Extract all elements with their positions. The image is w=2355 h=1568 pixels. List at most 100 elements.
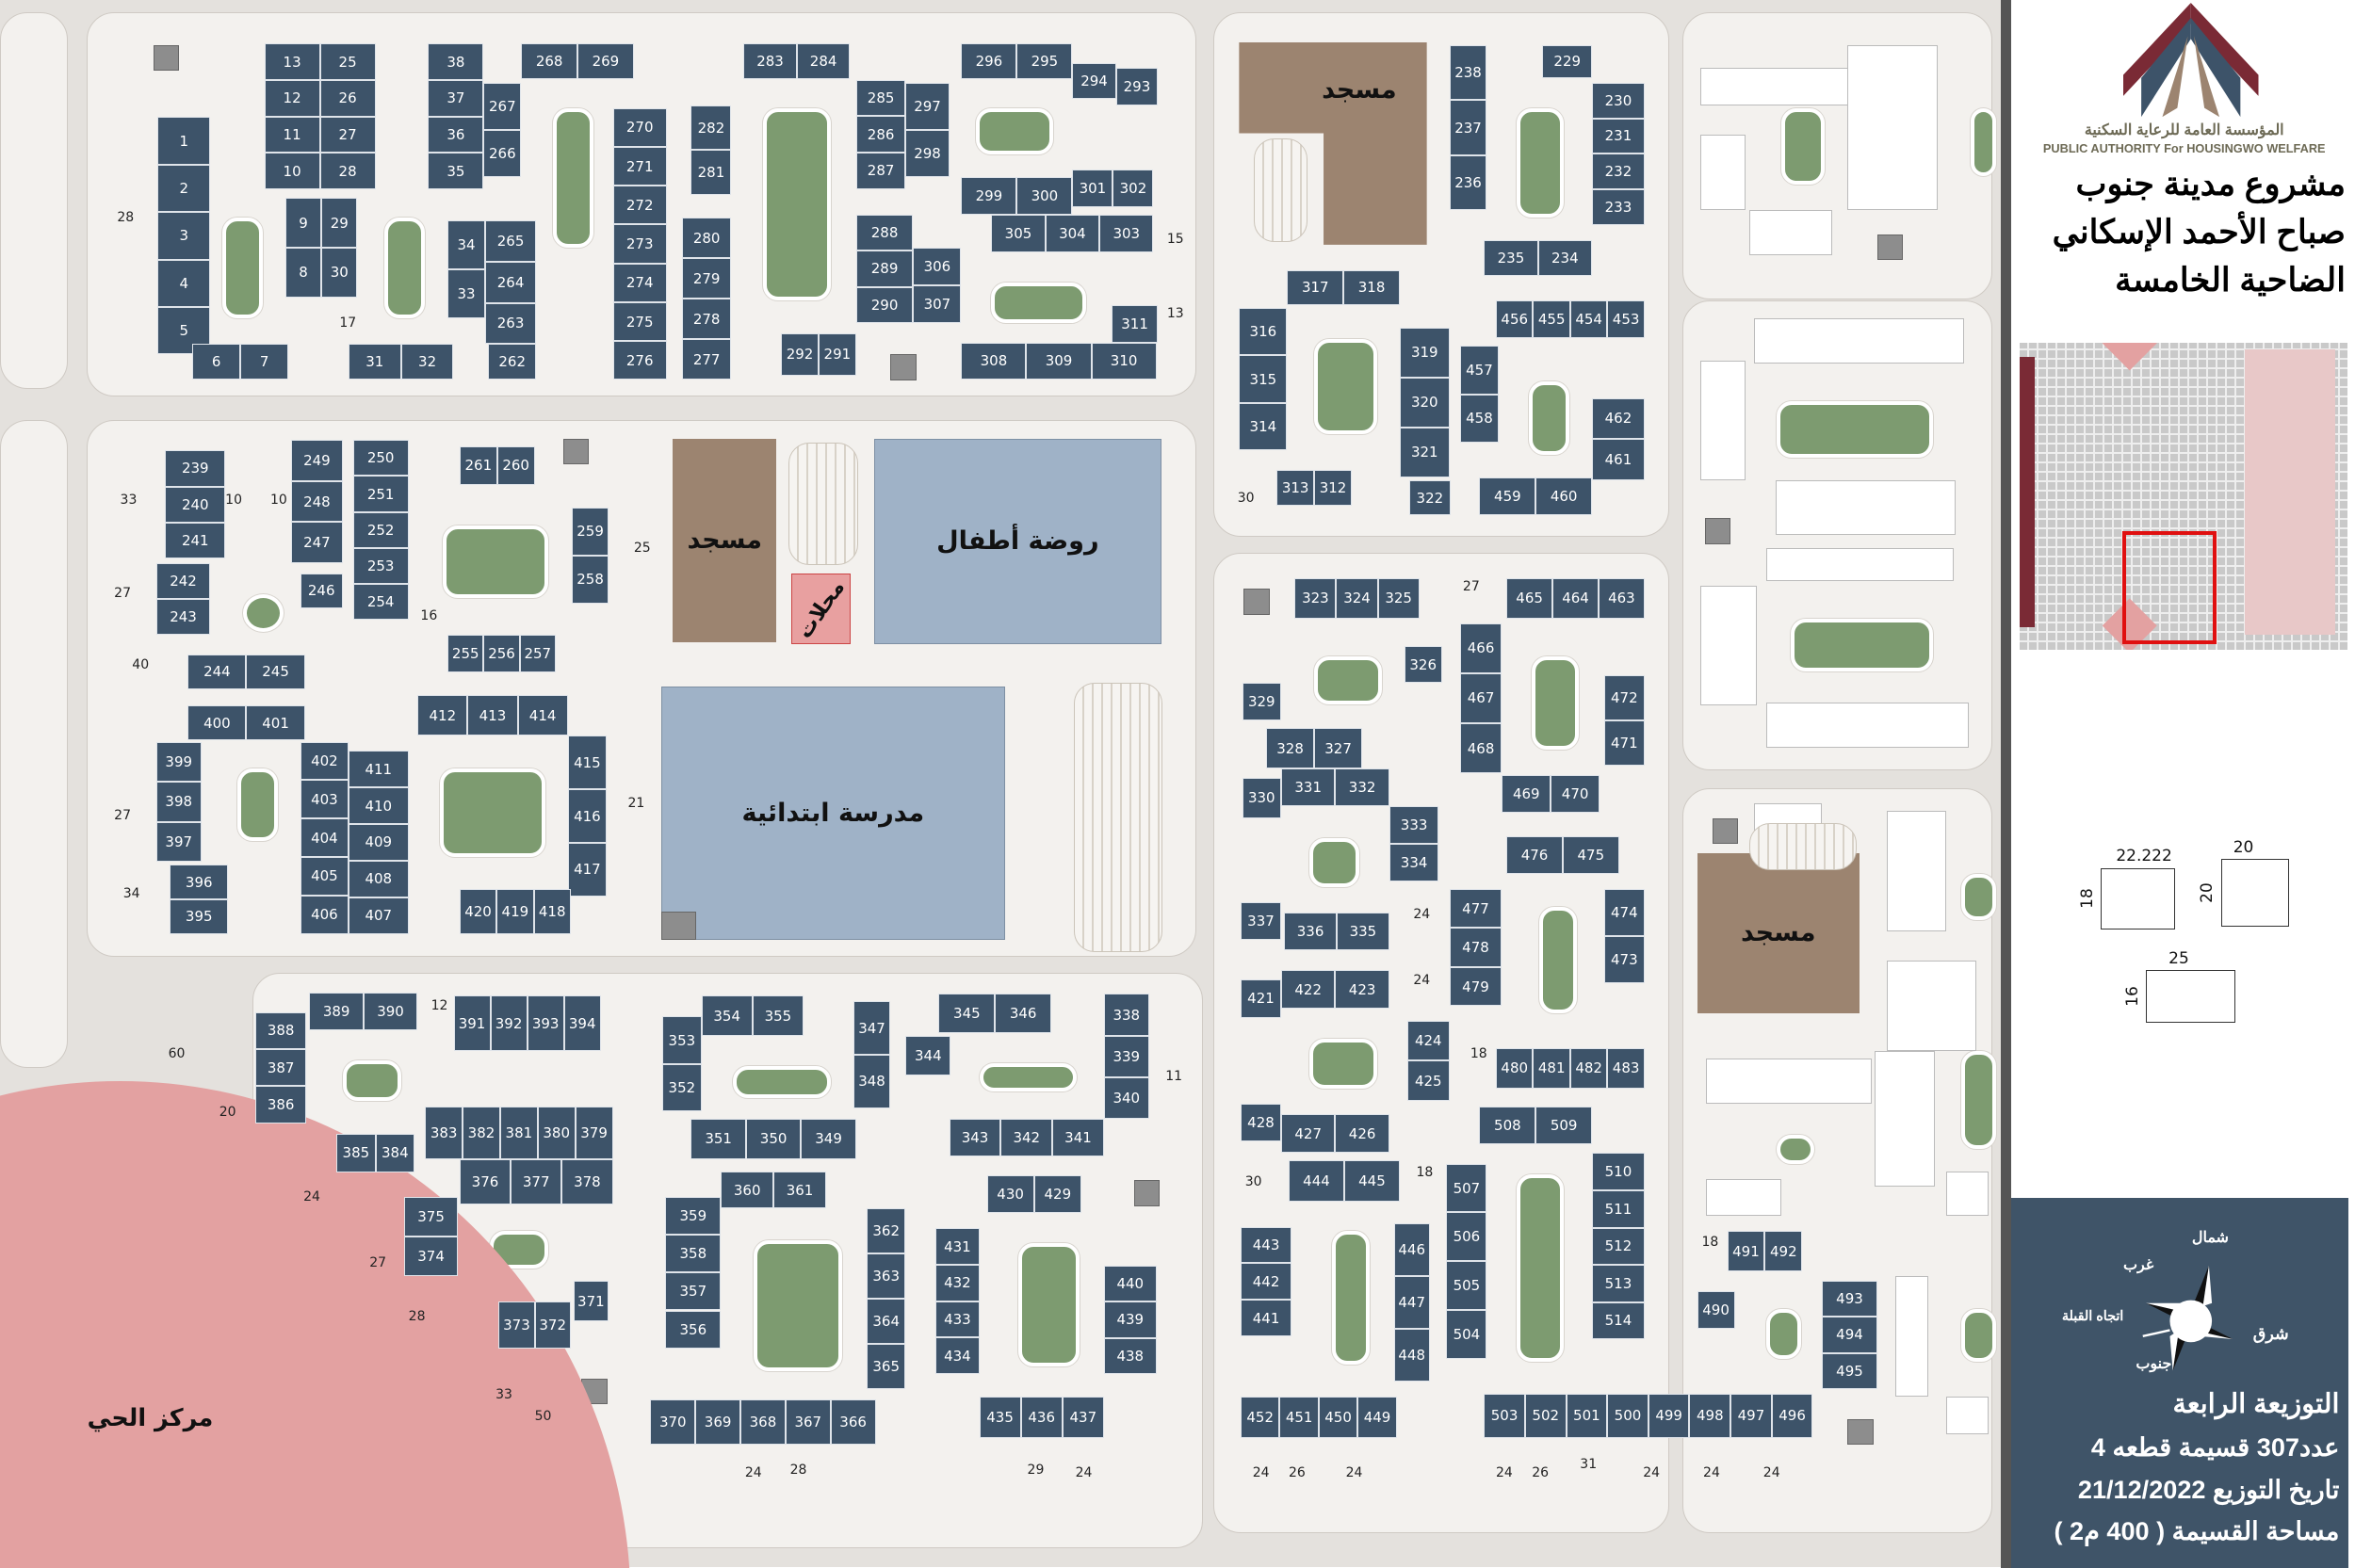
plot[interactable]: 273 [612,224,667,264]
plot[interactable]: 247 [291,522,343,563]
plot[interactable]: 249 [291,440,343,481]
plot[interactable]: 441 [1240,1300,1292,1336]
plot[interactable]: 248 [291,480,343,523]
plot[interactable]: 254 [352,584,409,621]
plot[interactable]: 342 [1000,1118,1053,1156]
plot[interactable]: 456 [1496,299,1534,338]
plot[interactable]: 463 [1598,577,1645,619]
plot[interactable]: 310 [1091,342,1157,380]
plot[interactable]: 343 [949,1118,1001,1156]
plot[interactable]: 512 [1592,1227,1645,1266]
plot[interactable]: 380 [537,1107,576,1159]
plot[interactable]: 373 [498,1301,535,1349]
plot[interactable]: 345 [938,994,996,1033]
plot[interactable]: 403 [300,780,349,819]
plot[interactable]: 497 [1730,1393,1772,1439]
plot[interactable]: 361 [773,1171,826,1209]
plot[interactable]: 26 [319,79,376,117]
plot[interactable]: 25 [319,43,376,80]
plot[interactable]: 330 [1242,777,1281,818]
plot[interactable]: 366 [830,1398,876,1445]
plot[interactable]: 428 [1240,1103,1281,1141]
plot[interactable]: 469 [1502,774,1551,813]
plot[interactable]: 296 [961,43,1017,80]
plot[interactable]: 408 [348,860,409,897]
plot[interactable]: 482 [1569,1047,1608,1089]
plot[interactable]: 503 [1484,1393,1525,1439]
plot[interactable]: 275 [612,301,667,342]
plot[interactable]: 305 [991,214,1046,252]
plot[interactable]: 388 [255,1011,307,1049]
plot[interactable]: 351 [690,1118,746,1159]
plot[interactable]: 7 [240,344,289,380]
plot[interactable]: 377 [511,1158,562,1204]
plot[interactable]: 337 [1240,902,1281,941]
plot[interactable]: 381 [499,1107,538,1159]
plot[interactable]: 511 [1592,1190,1645,1228]
plot[interactable]: 443 [1240,1226,1292,1264]
plot[interactable]: 452 [1240,1396,1280,1439]
plot[interactable]: 426 [1335,1114,1389,1154]
plot[interactable]: 353 [662,1016,702,1064]
plot[interactable]: 406 [300,895,349,934]
plot[interactable]: 440 [1103,1266,1157,1302]
plot[interactable]: 312 [1314,470,1352,507]
plot[interactable]: 385 [336,1133,376,1173]
plot[interactable]: 420 [459,888,497,934]
plot[interactable]: 476 [1506,836,1563,874]
plot[interactable]: 280 [681,218,732,259]
plot[interactable]: 263 [484,302,537,345]
plot[interactable]: 479 [1449,966,1502,1007]
plot[interactable]: 359 [665,1196,722,1235]
plot[interactable]: 27 [319,116,376,154]
plot[interactable]: 510 [1592,1153,1645,1191]
plot[interactable]: 289 [855,251,914,287]
plot[interactable]: 238 [1449,44,1487,101]
plot[interactable]: 461 [1592,439,1645,481]
plot[interactable]: 311 [1111,304,1159,343]
plot[interactable]: 367 [785,1398,831,1445]
plot[interactable]: 375 [403,1196,459,1237]
plot[interactable]: 506 [1446,1212,1487,1262]
plot[interactable]: 514 [1592,1301,1645,1340]
plot[interactable]: 392 [490,995,528,1052]
plot[interactable]: 447 [1393,1276,1430,1330]
plot[interactable]: 256 [483,635,520,673]
plot[interactable]: 472 [1603,675,1645,721]
plot[interactable]: 438 [1103,1337,1157,1374]
plot[interactable]: 233 [1592,189,1645,226]
plot[interactable]: 496 [1771,1393,1813,1439]
plot[interactable]: 455 [1533,299,1570,338]
plot[interactable]: 316 [1239,307,1288,356]
plot[interactable]: 28 [319,153,376,189]
plot[interactable]: 12 [264,79,320,117]
plot[interactable]: 277 [681,339,732,380]
plot[interactable]: 292 [781,332,819,376]
plot[interactable]: 458 [1459,394,1500,444]
plot[interactable]: 399 [155,741,202,783]
plot[interactable]: 391 [453,995,491,1052]
plot[interactable]: 457 [1459,345,1500,395]
plot[interactable]: 434 [935,1337,980,1374]
plot[interactable]: 4 [157,259,211,307]
plot[interactable]: 371 [574,1281,609,1322]
plot[interactable]: 271 [612,147,667,186]
plot[interactable]: 459 [1479,477,1536,515]
plot[interactable]: 383 [425,1107,463,1159]
plot[interactable]: 370 [650,1398,696,1445]
plot[interactable]: 234 [1537,240,1593,277]
plot[interactable]: 387 [255,1048,307,1087]
plot[interactable]: 382 [463,1107,500,1159]
plot[interactable]: 32 [400,344,454,380]
plot[interactable]: 433 [935,1301,980,1338]
plot[interactable]: 460 [1535,477,1593,515]
plot[interactable]: 333 [1389,806,1439,845]
plot[interactable]: 257 [519,635,556,673]
plot[interactable]: 495 [1821,1352,1877,1389]
plot[interactable]: 499 [1648,1393,1690,1439]
plot[interactable]: 513 [1592,1265,1645,1302]
plot[interactable]: 480 [1496,1047,1534,1089]
plot[interactable]: 386 [255,1086,307,1123]
plot[interactable]: 416 [567,789,608,843]
plot[interactable]: 445 [1343,1160,1400,1202]
